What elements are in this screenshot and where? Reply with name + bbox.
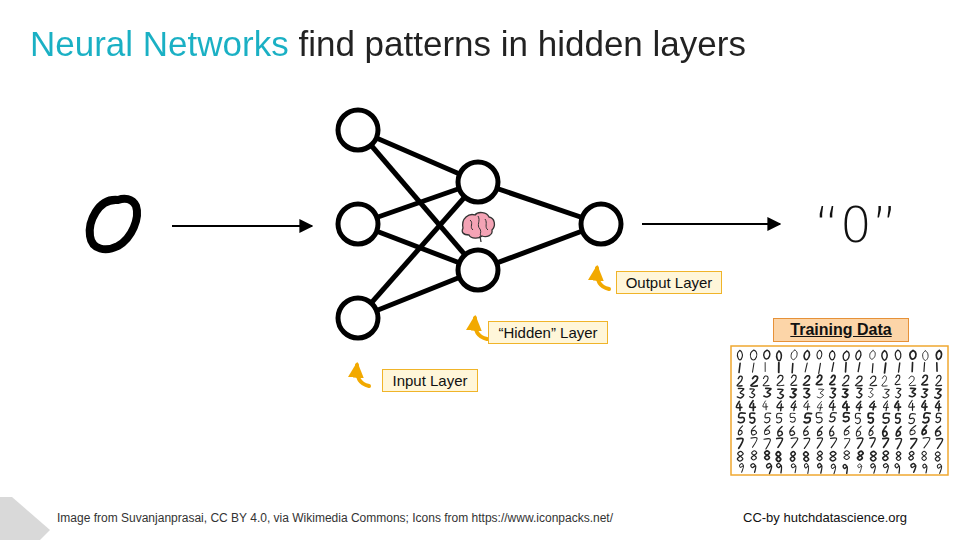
training-data-frame [731,346,948,475]
layer-label: Output Layer [616,271,723,294]
label-text: Output Layer [626,274,713,291]
brain-icon [462,213,494,242]
logo-mark [0,497,50,540]
output-value: “0” [814,196,898,254]
layer-label: Input Layer [382,369,477,392]
image-credit: Image from Suvanjanprasai, CC BY 4.0, vi… [57,511,613,525]
label-text: Input Layer [392,372,467,389]
network-neurons [338,110,621,338]
input-arrow [172,225,312,227]
output-arrow [642,223,780,225]
network-links [358,130,601,318]
layer-label: “Hidden” Layer [488,321,607,344]
training-data-heading: Training Data [773,318,908,342]
label-text: “Hidden” Layer [498,324,597,341]
slide-title: Neural Networks find patterns in hidden … [30,24,746,64]
training-digits [736,350,942,474]
label-text: Training Data [790,321,891,339]
license-note: CC-by hutchdatascience.org [743,510,907,525]
handwritten-digit [90,199,137,249]
